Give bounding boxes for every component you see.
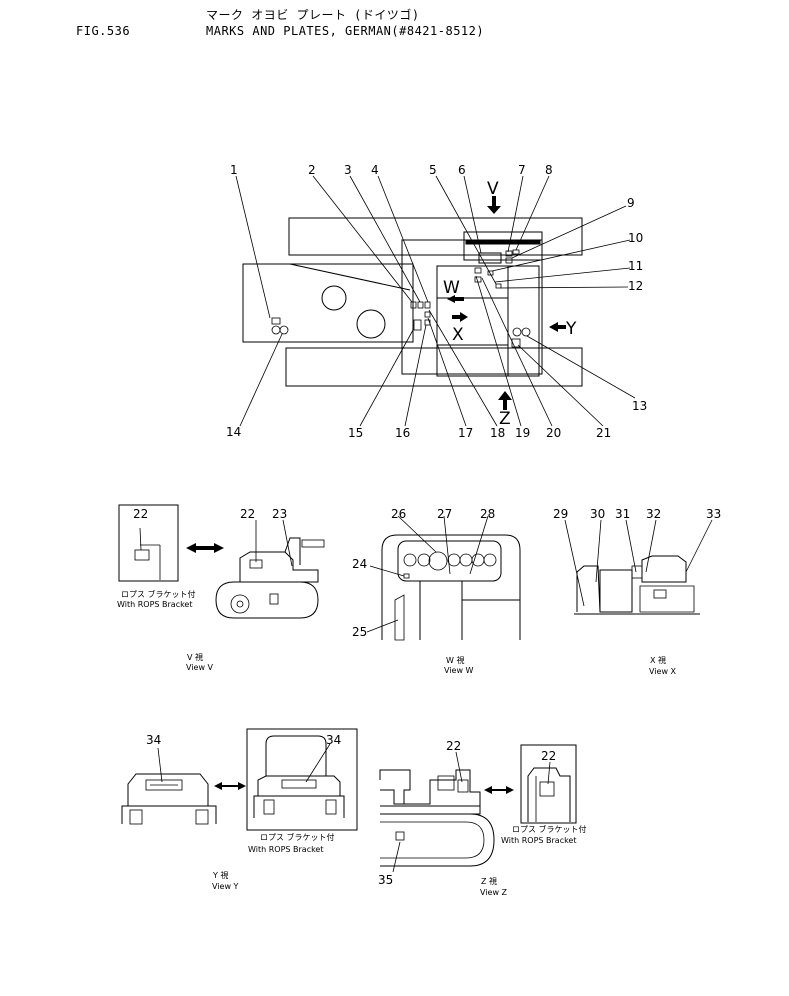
callout-34-y-inset: 34: [326, 733, 341, 747]
view-x-arrow: [452, 312, 468, 322]
callout-34-y: 34: [146, 733, 161, 747]
title-english: MARKS AND PLATES, GERMAN(#8421-8512): [206, 24, 485, 38]
callout-22-v: 22: [240, 507, 255, 521]
callout-23: 23: [272, 507, 287, 521]
view-x-caption-en: View X: [649, 667, 677, 676]
view-y-rops-en: With ROPS Bracket: [248, 845, 324, 854]
view-letter-y: Y: [565, 319, 577, 339]
view-y-rops-jp: ロプス ブラケット付: [260, 832, 335, 842]
view-v-caption-jp: V 視: [187, 653, 203, 662]
figure-number: FIG.536: [76, 24, 131, 38]
view-z-caption-en: View Z: [480, 888, 508, 897]
view-v-arrow: [487, 196, 501, 214]
view-z: 22 22 35 ロプス ブラケット付 With ROPS Bracket Z …: [378, 739, 587, 897]
callout-20: 20: [546, 426, 561, 440]
view-letter-z: Z: [499, 409, 511, 429]
view-w-caption-jp: W 視: [446, 656, 464, 665]
callout-22-z-inset: 22: [541, 749, 556, 763]
view-v-rops-en: With ROPS Bracket: [117, 600, 193, 609]
view-z-rops-jp: ロプス ブラケット付: [512, 824, 587, 834]
callout-3: 3: [344, 163, 352, 177]
callout-35: 35: [378, 873, 393, 887]
view-letter-v: V: [487, 179, 499, 199]
callout-18: 18: [490, 426, 505, 440]
callout-33: 33: [706, 507, 721, 521]
callout-5: 5: [429, 163, 437, 177]
callout-13: 13: [632, 399, 647, 413]
view-letter-x: X: [452, 325, 464, 345]
callout-28: 28: [480, 507, 495, 521]
view-v-rops-inset: [118, 504, 179, 582]
rear-body: [242, 263, 414, 343]
callout-9: 9: [627, 196, 635, 210]
callout-26: 26: [391, 507, 406, 521]
callout-30: 30: [590, 507, 605, 521]
callout-19: 19: [515, 426, 530, 440]
view-z-double-arrow: [484, 786, 514, 794]
callout-6: 6: [458, 163, 466, 177]
view-z-caption-jp: Z 視: [481, 877, 497, 886]
callout-32: 32: [646, 507, 661, 521]
title-japanese: マーク オヨビ プレート (ドイツゴ): [206, 8, 420, 22]
view-y-rops-inset: [246, 728, 358, 831]
view-y-caption-en: View Y: [212, 882, 239, 891]
view-w-caption-en: View W: [444, 666, 474, 675]
callout-12: 12: [628, 279, 643, 293]
view-y-arrow: [549, 322, 566, 332]
view-z-arrow: [498, 391, 512, 410]
callout-11: 11: [628, 259, 643, 273]
view-v: 22 22 23 ロプス ブラケット付 With ROPS Bracket V …: [117, 504, 325, 672]
callout-17: 17: [458, 426, 473, 440]
callout-21: 21: [596, 426, 611, 440]
callout-1: 1: [230, 163, 238, 177]
top-view-callouts: 1 2 3 4 5 6 7 8 9 10 11 12 13 14 15 16 1…: [226, 163, 647, 440]
top-view-machine: [242, 217, 583, 387]
callout-2: 2: [308, 163, 316, 177]
callout-10: 10: [628, 231, 643, 245]
view-w-arrow: [447, 295, 464, 303]
callout-8: 8: [545, 163, 553, 177]
callout-29: 29: [553, 507, 568, 521]
view-w: 26 27 28 24 25 W 視 View W: [352, 507, 521, 675]
callout-22-v-inset: 22: [133, 507, 148, 521]
track-lower: [285, 347, 583, 387]
view-y-caption-jp: Y 視: [212, 871, 228, 880]
view-v-rops-jp: ロプス ブラケット付: [121, 589, 196, 599]
top-view-leaders: [235, 175, 636, 427]
track-upper: [288, 217, 583, 256]
view-letter-w: W: [443, 278, 460, 298]
view-y: 34 34 ロプス ブラケット付 With ROPS Bracket Y 視 V…: [121, 728, 358, 891]
view-z-rops-en: With ROPS Bracket: [501, 836, 577, 845]
view-v-double-arrow: [186, 543, 224, 553]
view-z-rops-inset: [520, 744, 577, 824]
callout-24: 24: [352, 557, 367, 571]
callout-15: 15: [348, 426, 363, 440]
view-y-double-arrow: [214, 782, 246, 790]
view-x: 29 30 31 32 33 X 視 View X: [553, 507, 721, 676]
callout-25: 25: [352, 625, 367, 639]
view-v-caption-en: View V: [186, 663, 214, 672]
view-x-caption-jp: X 視: [650, 656, 666, 665]
callout-4: 4: [371, 163, 379, 177]
callout-7: 7: [518, 163, 526, 177]
callout-27: 27: [437, 507, 452, 521]
callout-16: 16: [395, 426, 410, 440]
callout-14: 14: [226, 425, 241, 439]
callout-22-z: 22: [446, 739, 461, 753]
callout-31: 31: [615, 507, 630, 521]
